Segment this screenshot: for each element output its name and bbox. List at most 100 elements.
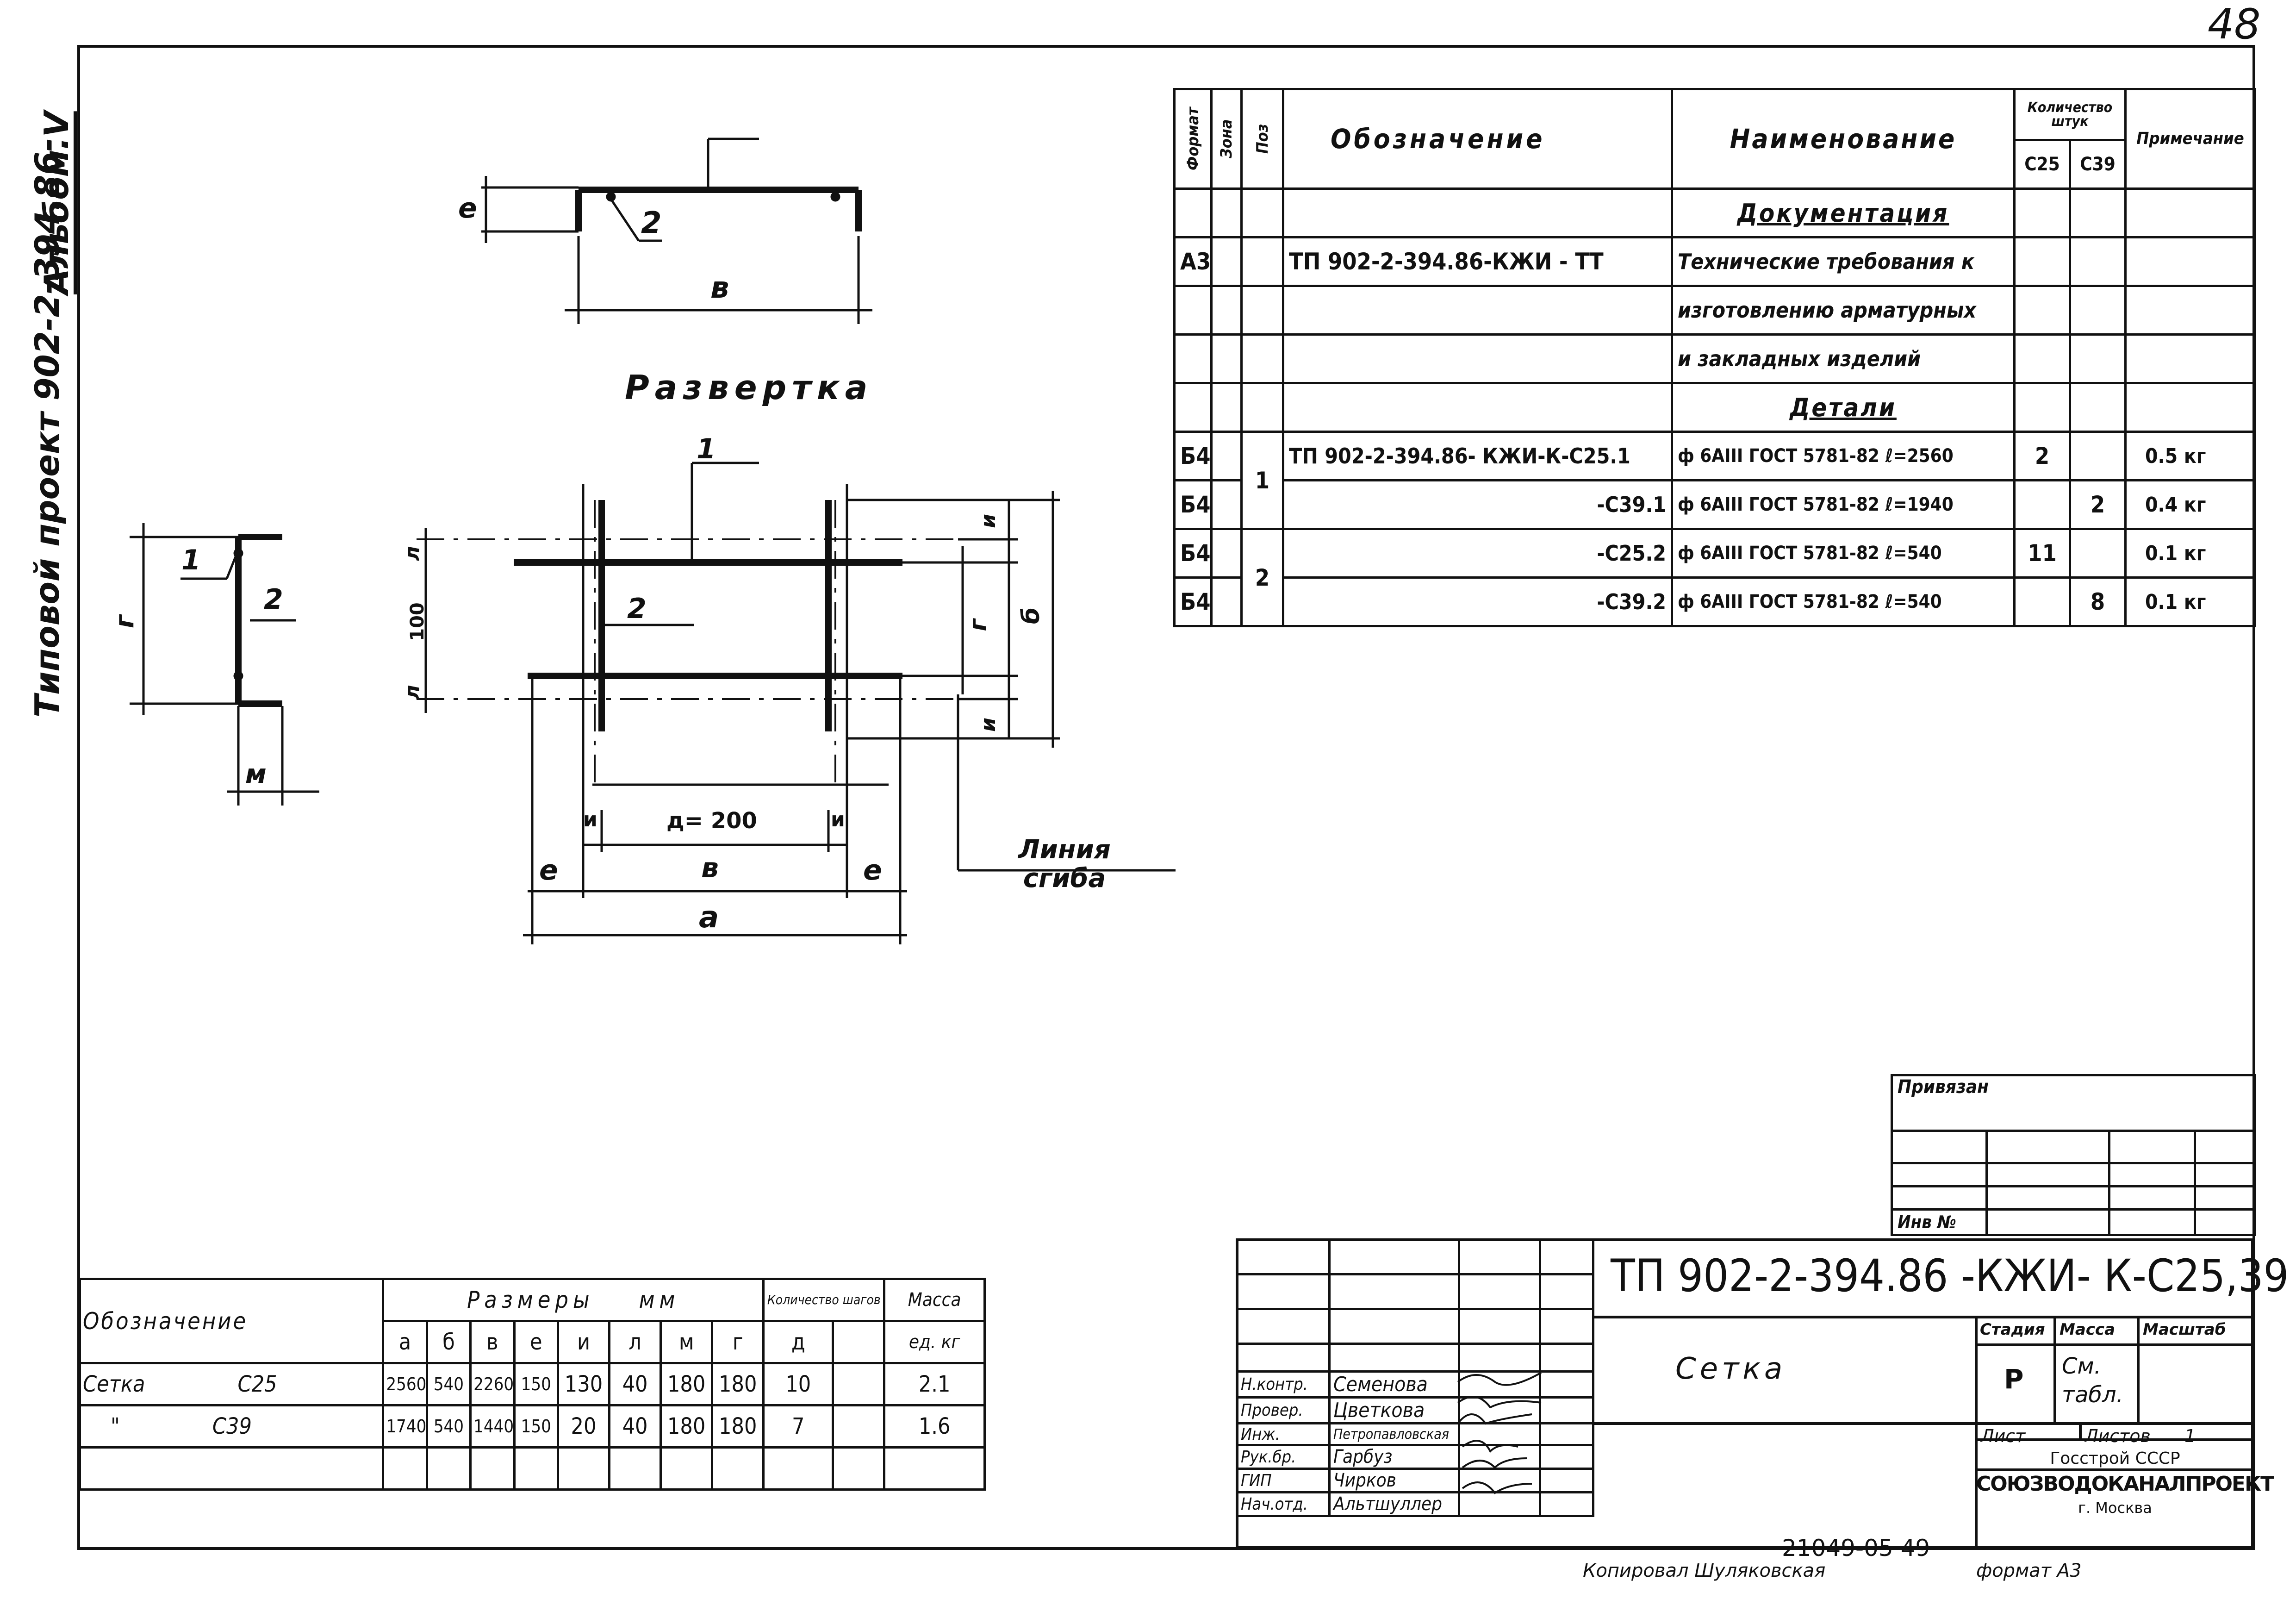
table-row: Б4 1 ТП 902-2-394.86- КЖИ-К-С25.1 ф 6АII… [1173, 431, 2256, 530]
title-stage-h: Стадия [1980, 1320, 2045, 1339]
dims-row-mark: С39 [212, 1413, 252, 1439]
detail-c25 [2013, 576, 2071, 627]
detail-name: ф 6АIII ГОСТ 5781-82 ℓ=2560 [1671, 431, 2016, 481]
dims-hdr-mm: мм [639, 1287, 680, 1313]
detail-format: Б4 [1173, 431, 1213, 481]
title-item-name: Сетка [1675, 1352, 1786, 1386]
sign-role: Нач.отд. [1236, 1491, 1331, 1517]
spec-table: Формат Зона Поз Обозначение Наименование… [1173, 88, 2256, 627]
detail-note: 0.4 кг [2124, 479, 2256, 530]
sign-role: Инж. [1236, 1422, 1331, 1446]
sign-role: Рук.бр. [1236, 1444, 1331, 1470]
sign-name: Гарбуз [1328, 1444, 1460, 1470]
label-pos2-unfold: 2 [627, 593, 647, 625]
detail-c39: 2 [2069, 479, 2127, 530]
table-row: "С39 1740 540 1440 150 20 40 180 180 7 1… [78, 1404, 986, 1449]
detail-name: ф 6АIII ГОСТ 5781-82 ℓ=540 [1671, 528, 2016, 579]
dims-cell: 7 [762, 1404, 834, 1449]
title-scale-h: Масштаб [2143, 1320, 2226, 1339]
title-sheet-h: Лист [1981, 1426, 2026, 1446]
label-i-bottom-left: и [583, 808, 597, 831]
footer-format: формат А3 [1976, 1560, 2082, 1581]
detail-note: 0.1 кг [2124, 576, 2256, 627]
inv-label: Инв № [1891, 1208, 1988, 1236]
label-b-bottom: в [701, 852, 719, 884]
label-d200: д= 200 [666, 808, 757, 834]
signature-row: Рук.бр.Гарбуз [1236, 1444, 1594, 1470]
profile-top-view [481, 137, 872, 324]
doc-designation: ТП 902-2-394.86-КЖИ - ТТ [1282, 236, 1673, 287]
hdr-c39: С39 [2069, 139, 2127, 190]
sign-name: Чирков [1328, 1468, 1460, 1493]
hdr-c25: С25 [2013, 139, 2071, 190]
detail-designation: -С39.1 [1282, 479, 1673, 530]
detail-c39: 8 [2069, 576, 2127, 627]
dims-cell: 180 [711, 1362, 765, 1406]
detail-pos: 1 [1240, 431, 1284, 530]
title-signatures: Н.контр.Семенова Провер.Цветкова Инж.Пет… [1236, 1238, 1594, 1517]
title-org2: СОЮЗВОДОКАНАЛПРОЕКТ [1976, 1472, 2274, 1496]
detail-format: Б4 [1173, 576, 1213, 627]
dims-cell: 1440 [469, 1404, 516, 1449]
dims-col: а [382, 1320, 428, 1364]
title-org1: Госстрой СССР [2050, 1449, 2180, 1468]
hdr-designation: Обозначение [1282, 88, 1673, 190]
hdr-quantity: Количество штук [2013, 88, 2127, 141]
dims-cell: 180 [711, 1404, 765, 1449]
detail-designation: -С39.2 [1282, 576, 1673, 627]
dims-row-name-text: " [111, 1413, 120, 1439]
detail-designation: -С25.2 [1282, 528, 1673, 579]
title-sheets-h: Листов [2085, 1426, 2151, 1446]
title-stage: Р [2004, 1363, 2024, 1395]
sheet-number: 48 [2208, 0, 2261, 49]
signature-row: Нач.отд.Альтшуллер [1236, 1491, 1594, 1517]
dims-col: б [425, 1320, 472, 1364]
sign-role: Провер. [1236, 1396, 1331, 1424]
table-row: Б4 -С39.2 ф 6АIII ГОСТ 5781-82 ℓ=540 8 0… [1173, 576, 2256, 627]
doc-name-2: изготовлению арматурных [1671, 285, 2016, 336]
title-mass: См. табл. [2062, 1353, 2123, 1408]
dims-table: Обозначение Размеры мм Количество шагов … [78, 1278, 986, 1491]
profile-side-view [130, 523, 319, 806]
dims-cell: 20 [556, 1404, 611, 1449]
section-docs: Документация [1671, 187, 2016, 238]
detail-note: 0.1 кг [2124, 528, 2256, 579]
label-pos2-top: 2 [641, 206, 662, 240]
table-row: Б4 2 -С25.2 ф 6АIII ГОСТ 5781-82 ℓ=540 1… [1173, 528, 2256, 627]
unfolding-view [417, 462, 1176, 944]
dims-cell: 150 [513, 1404, 559, 1449]
dims-cell: 540 [425, 1404, 472, 1449]
detail-pos: 2 [1240, 528, 1284, 627]
detail-format: Б4 [1173, 528, 1213, 579]
sign-name: Петропавловская [1328, 1422, 1460, 1446]
dims-cell: 150 [513, 1362, 559, 1406]
dims-cell: 40 [608, 1362, 662, 1406]
signature-row: Инж.Петропавловская [1236, 1422, 1594, 1446]
label-pos1-unfold: 1 [697, 433, 716, 465]
binding-label: Привязан [1890, 1074, 2257, 1132]
dims-cell: 180 [660, 1404, 714, 1449]
dims-cell: 180 [660, 1362, 714, 1406]
detail-designation: ТП 902-2-394.86- КЖИ-К-С25.1 [1282, 431, 1673, 481]
dims-cell: 40 [608, 1404, 662, 1449]
detail-name: ф 6АIII ГОСТ 5781-82 ℓ=540 [1671, 576, 2016, 627]
label-pos1-side: 1 [181, 544, 201, 576]
label-bend-line: Линия сгиба [1018, 835, 1111, 893]
dims-hdr-designation: Обозначение [78, 1278, 385, 1364]
hdr-note: Примечание [2124, 88, 2256, 190]
doc-name-3: и закладных изделий [1671, 333, 2016, 384]
detail-c39 [2069, 431, 2127, 481]
dims-hdr-steps: Количество шагов [762, 1278, 886, 1322]
detail-format: Б4 [1173, 479, 1213, 530]
sign-name: Альтшуллер [1328, 1491, 1460, 1517]
dims-col: в [469, 1320, 516, 1364]
title-org3: г. Москва [2078, 1499, 2152, 1517]
section-details: Детали [1671, 382, 2016, 433]
dims-mass: 2.1 [883, 1362, 986, 1406]
dims-hdr-sizes: Размеры мм [382, 1278, 765, 1322]
dims-row-name: " С39 [78, 1404, 385, 1449]
footer-copied: Копировал Шуляковская [1583, 1560, 1826, 1581]
dims-col: м [660, 1320, 714, 1364]
doc-name-1: Технические требования к [1671, 236, 2016, 287]
